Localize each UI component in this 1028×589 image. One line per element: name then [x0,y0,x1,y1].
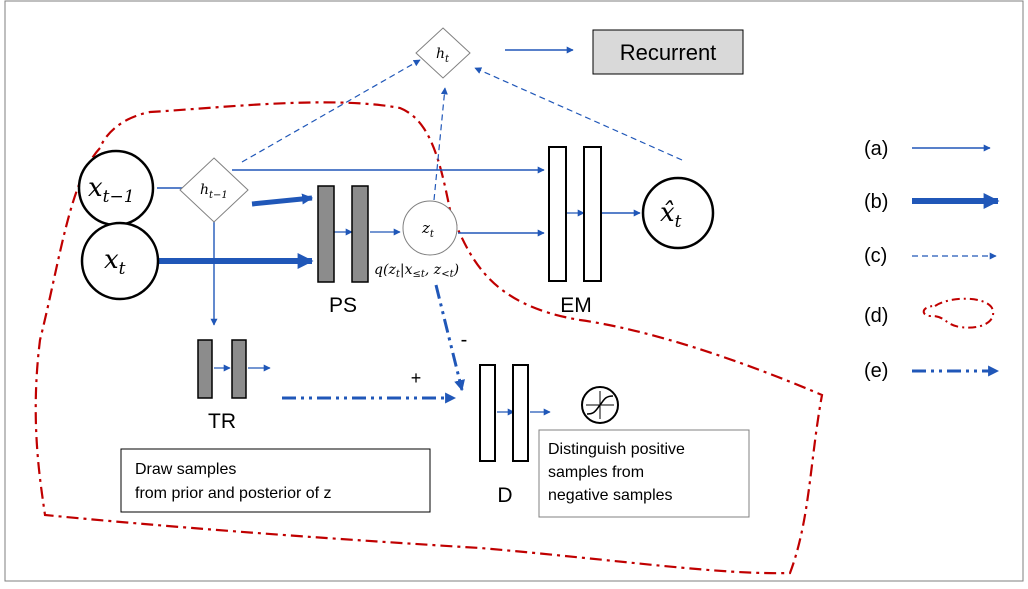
sigmoid-icon [581,386,619,424]
draw-samples-line-2: from prior and posterior of z [135,485,332,502]
zt-node: zt [402,200,458,256]
distinguish-line-2: samples from [548,464,644,481]
draw-samples-line-1: Draw samples [135,461,236,478]
minus-sign: - [461,329,468,351]
dashed-xhat-to-ht [474,67,683,161]
ps-block: PS [317,185,369,317]
svg-text:zt: zt [421,219,435,240]
hprev-node: ht−1 [179,157,249,223]
distinguish-line-3: negative samples [548,487,673,504]
legend-dash-dot-loop [922,297,995,329]
sampling-region-loop [34,101,824,575]
legend: (a) (b) (c) (d) (e) [864,138,1000,382]
svg-text:xt−1: xt−1 [88,173,135,207]
dashed-zt-to-ht [433,87,448,201]
svg-text:ht−1: ht−1 [200,182,228,201]
ps-label: PS [329,294,357,317]
plus-sign: + [411,368,422,388]
recurrent-box: Recurrent [592,29,744,75]
draw-samples-note: Draw samples from prior and posterior of… [120,448,431,513]
legend-label-c: (c) [864,245,887,267]
distinguish-note: Distinguish positive samples from negati… [538,429,750,518]
posterior-formula: q(zt|x≤t, z<t) [374,262,459,280]
figure-border [4,0,1024,582]
legend-label-b: (b) [864,191,888,213]
d-label: D [497,484,512,507]
arrow-hprev-to-ps [251,193,314,207]
dashed-hprev-to-ht [241,59,421,163]
svg-text:x̂t: x̂t [660,198,682,232]
xt-node: xt [80,221,160,301]
xprev-node: xt−1 [77,149,155,227]
legend-label-d: (d) [864,305,888,327]
xhat-node: x̂t [641,176,715,250]
d-block: D [479,364,529,507]
em-block: EM [548,146,602,317]
svg-text:ht: ht [436,46,450,65]
ht-node: ht [415,27,471,79]
tr-label: TR [208,410,236,433]
tr-block: TR [197,339,247,433]
distinguish-line-1: Distinguish positive [548,441,685,458]
recurrent-label: Recurrent [620,40,717,65]
svg-text:xt: xt [104,245,126,279]
legend-label-a: (a) [864,138,888,160]
legend-label-e: (e) [864,360,888,382]
em-label: EM [560,294,592,317]
negative-sample-arrow [434,284,465,392]
